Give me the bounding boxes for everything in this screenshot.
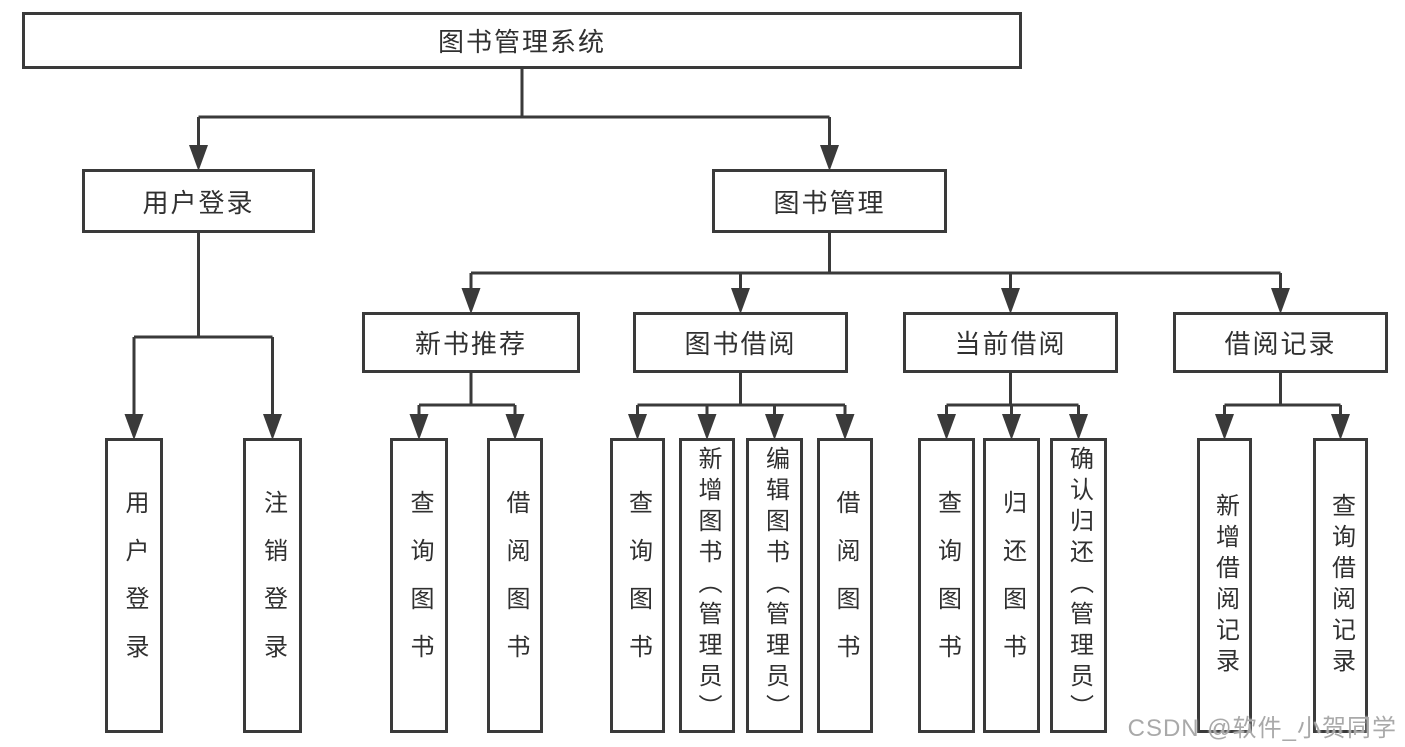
arrowhead-records	[1271, 288, 1290, 314]
arrowhead-r-add	[1215, 414, 1234, 440]
box-library-system-label: 图书管理系统	[437, 27, 606, 57]
box-book-borrowing-label: 图书借阅	[684, 329, 797, 359]
box-logout-action-label: 注销登录	[259, 489, 287, 682]
edge-newbook	[417, 373, 517, 418]
arrowhead-newbook	[461, 288, 481, 314]
box-current-borrowing-label: 当前借阅	[954, 329, 1067, 359]
box-edit-books-admin-label: 编辑图书（管理员）	[761, 446, 789, 725]
edge-root	[197, 69, 831, 149]
box-confirm-return-admin-label: 确认归还（管理员）	[1065, 446, 1093, 725]
box-new-book-recommend-label: 新书推荐	[414, 329, 527, 359]
edge-login	[132, 233, 274, 418]
box-book-management-label: 图书管理	[773, 187, 886, 218]
box-query-books: 查询图书	[390, 438, 448, 733]
box-return-books: 归还图书	[983, 438, 1040, 733]
box-add-borrow-record: 新增借阅记录	[1197, 438, 1252, 733]
arrowhead-login-do	[124, 414, 144, 440]
box-return-books-label: 归还图书	[998, 489, 1026, 682]
box-book-borrowing: 图书借阅	[633, 312, 848, 373]
box-borrowing-records: 借阅记录	[1173, 312, 1388, 373]
box-query-books: 查询图书	[610, 438, 665, 733]
arrowhead-nb-borrow	[505, 414, 525, 440]
box-query-books-label: 查询图书	[933, 489, 961, 682]
arrowhead-logout	[263, 414, 282, 440]
box-edit-books-admin: 编辑图书（管理员）	[746, 438, 803, 733]
arrowhead-login	[189, 145, 208, 171]
box-book-management: 图书管理	[712, 169, 947, 233]
box-user-login-action: 用户登录	[105, 438, 163, 733]
arrowhead-r-query	[1331, 414, 1350, 440]
arrowhead-b-add	[697, 414, 717, 440]
arrowhead-nb-query	[409, 414, 429, 440]
edge-current	[945, 373, 1080, 418]
box-query-books: 查询图书	[918, 438, 975, 733]
arrowhead-borrow	[731, 288, 750, 314]
box-borrow-books: 借阅图书	[487, 438, 543, 733]
box-logout-action: 注销登录	[243, 438, 302, 733]
arrowhead-b-edit	[765, 414, 784, 440]
box-borrowing-records-label: 借阅记录	[1224, 329, 1337, 359]
box-current-borrowing: 当前借阅	[903, 312, 1118, 373]
box-add-books-admin-label: 新增图书（管理员）	[694, 446, 721, 725]
box-library-system: 图书管理系统	[22, 12, 1022, 69]
arrowhead-mgmt	[820, 145, 839, 171]
box-add-borrow-record-label: 新增借阅记录	[1211, 492, 1239, 679]
box-query-borrow-record: 查询借阅记录	[1313, 438, 1368, 733]
box-add-books-admin: 新增图书（管理员）	[679, 438, 735, 733]
box-user-login-label: 用户登录	[142, 187, 255, 218]
arrowhead-c-return	[1002, 414, 1021, 440]
box-borrow-books-label: 借阅图书	[832, 489, 859, 682]
box-borrow-books: 借阅图书	[817, 438, 873, 733]
box-user-login: 用户登录	[82, 169, 315, 233]
box-user-login-action-label: 用户登录	[121, 489, 148, 682]
arrowhead-c-confirm	[1069, 414, 1088, 440]
arrowhead-c-query	[937, 414, 956, 440]
arrowhead-b-query	[628, 414, 647, 440]
edge-mgmt	[469, 233, 1282, 292]
box-new-book-recommend: 新书推荐	[362, 312, 580, 373]
edge-borrow	[636, 373, 847, 418]
box-query-borrow-record-label: 查询借阅记录	[1327, 492, 1355, 679]
box-borrow-books-label: 借阅图书	[502, 489, 529, 682]
edge-records	[1223, 373, 1342, 418]
box-query-books-label: 查询图书	[406, 489, 433, 682]
arrowhead-current	[1001, 288, 1020, 314]
arrowhead-b-borrow	[835, 414, 855, 440]
box-confirm-return-admin: 确认归还（管理员）	[1050, 438, 1107, 733]
box-query-books-label: 查询图书	[624, 489, 652, 682]
